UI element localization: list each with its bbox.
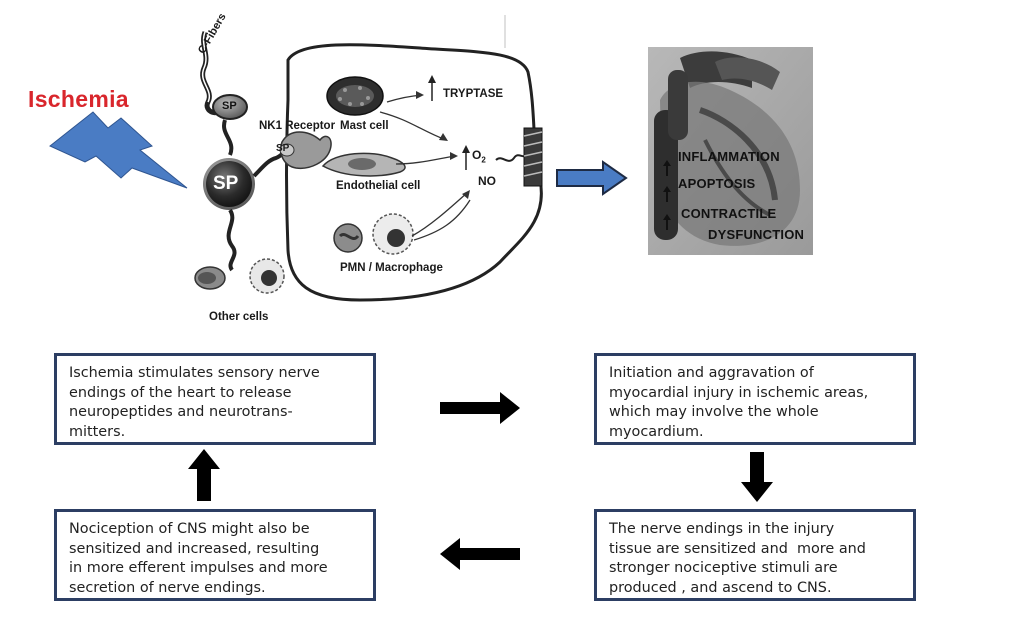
- o2-subscript: 2: [481, 155, 486, 165]
- box-line: endings of the heart to release: [69, 384, 292, 401]
- box-line: myocardial injury in ischemic areas,: [609, 384, 869, 401]
- arrow-right-icon: [440, 392, 520, 424]
- tryptase-label: TRYPTASE: [443, 88, 504, 100]
- mast-cell-label: Mast cell: [340, 120, 389, 132]
- box-nerve-endings-sensitized: The nerve endings in the injury tissue a…: [594, 509, 916, 601]
- box-line: in more efferent impulses and more: [69, 560, 328, 576]
- box-line: stronger nociceptive stimuli are: [609, 560, 838, 576]
- box-line: produced , and ascend to CNS.: [609, 579, 832, 596]
- arrow-up-icon: [188, 449, 220, 501]
- blue-right-arrow: [556, 160, 628, 196]
- box-line: Nociception of CNS might also be: [69, 521, 310, 537]
- other-cells-label: Other cells: [209, 311, 269, 323]
- lightning-bolt-icon: [49, 111, 188, 189]
- box-line: Ischemia stimulates sensory nerve: [69, 365, 320, 381]
- box-line: secretion of nerve endings.: [69, 579, 266, 596]
- box-line: Initiation and aggravation of: [609, 365, 814, 381]
- endothelial-cell-label: Endothelial cell: [336, 180, 421, 192]
- box-line: sensitized and increased, resulting: [69, 540, 320, 557]
- no-label: NO: [478, 174, 496, 188]
- vessel-segment: [523, 127, 543, 187]
- nk1-receptor-label: NK1 Receptor: [259, 120, 336, 132]
- heart-label-dysfunction: DYSFUNCTION: [708, 227, 805, 242]
- other-cells-illustration: [194, 258, 285, 294]
- heart-label-contractile: CONTRACTILE: [681, 206, 777, 221]
- ischemia-label: Ischemia: [28, 86, 129, 112]
- pmn-macrophage-illustration: [333, 213, 414, 255]
- box-line: myocardium.: [609, 423, 704, 440]
- sp-small-node: [212, 94, 248, 120]
- box-ischemia-stimulates: Ischemia stimulates sensory nerve ending…: [54, 353, 376, 445]
- sp-neuron-label: SP: [213, 173, 239, 194]
- sp-small-label: SP: [222, 100, 237, 112]
- box-nociception-cns: Nociception of CNS might also be sensiti…: [54, 509, 376, 601]
- heart-label-inflammation: INFLAMMATION: [678, 149, 780, 164]
- o2-text: O: [472, 148, 482, 162]
- arrow-left-icon: [440, 538, 520, 570]
- endothelial-cell-illustration: [321, 152, 406, 177]
- box-line: The nerve endings in the injury: [609, 521, 835, 537]
- box-line: neuropeptides and neurotrans-: [69, 404, 293, 420]
- heart-illustration: [648, 47, 813, 255]
- heart-label-apoptosis: APOPTOSIS: [678, 176, 756, 191]
- ischemia-illustration: [49, 15, 813, 302]
- box-line: mitters.: [69, 423, 126, 440]
- o2-label: O2: [472, 148, 486, 164]
- box-line: tissue are sensitized and more and: [609, 540, 866, 557]
- pmn-macrophage-label: PMN / Macrophage: [340, 262, 443, 274]
- sp-receptor-label: SP: [276, 143, 290, 154]
- mast-cell-illustration: [326, 76, 384, 116]
- box-line: which may involve the whole: [609, 404, 819, 420]
- arrow-down-icon: [741, 452, 773, 502]
- box-myocardial-injury: Initiation and aggravation of myocardial…: [594, 353, 916, 445]
- nk1-receptor: [280, 131, 332, 170]
